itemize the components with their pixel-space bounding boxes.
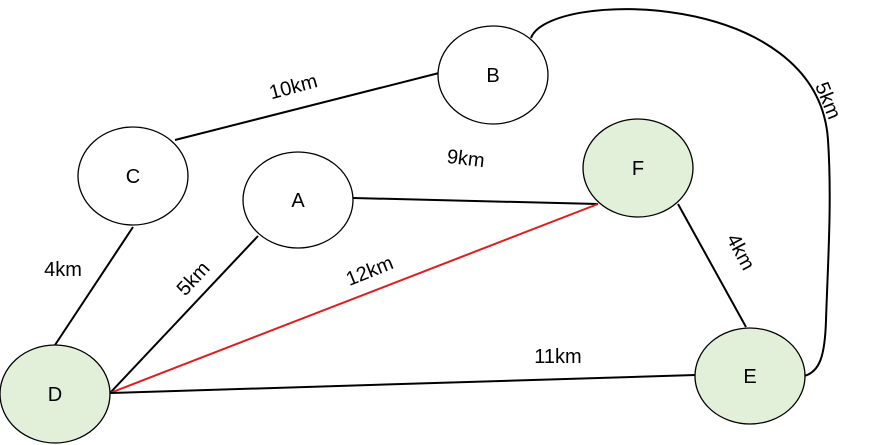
edge-a-d: [109, 235, 259, 394]
node-f: F: [582, 118, 694, 218]
node-d: D: [0, 344, 111, 444]
edge-c-b: [174, 72, 440, 141]
node-e: E: [694, 327, 806, 425]
node-b-label: B: [486, 65, 499, 87]
edge-c-d-weight: 4km: [44, 259, 82, 281]
node-f-label: F: [632, 158, 644, 180]
edge-b-e: [530, 8, 831, 377]
node-a-label: A: [291, 190, 305, 212]
edge-a-f-weight: 9km: [446, 146, 486, 172]
edge-d-e-weight: 11km: [534, 346, 581, 368]
edge-f-e: [677, 203, 747, 328]
edge-c-d: [54, 226, 134, 346]
edge-f-e-weight: 4km: [722, 230, 759, 274]
node-d-label: D: [48, 384, 62, 406]
node-c-label: C: [126, 166, 140, 188]
edge-d-e: [109, 374, 696, 394]
edge-b-e-weight: 5km: [810, 79, 845, 122]
edge-d-f: [109, 203, 599, 394]
node-c: C: [77, 126, 189, 226]
edge-c-b-weight: 10km: [267, 70, 320, 104]
node-a: A: [242, 151, 354, 249]
node-e-label: E: [743, 366, 756, 388]
node-b: B: [437, 25, 549, 125]
edge-a-d-weight: 5km: [173, 258, 215, 301]
edge-a-f: [352, 197, 599, 205]
